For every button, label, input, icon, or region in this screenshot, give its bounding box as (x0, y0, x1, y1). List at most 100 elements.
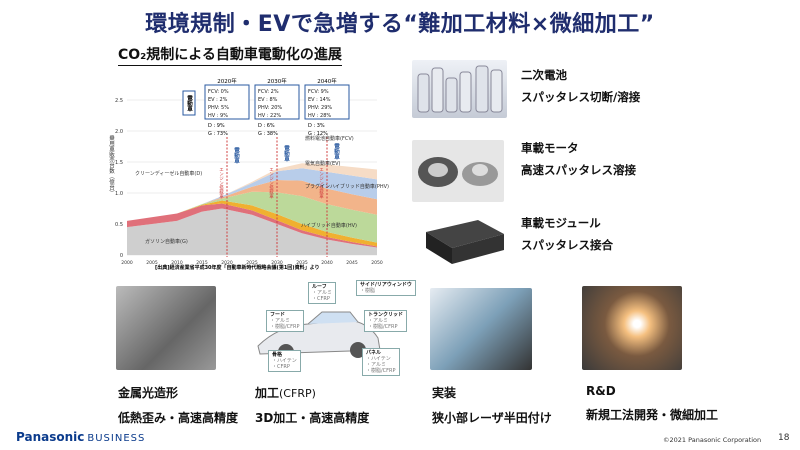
y-axis-label: 乗用車販売台数（億台） (108, 135, 115, 196)
item-desc: 狭小部レーザ半田付け (432, 411, 552, 425)
car-callout: ルーフ・アルミ ・CFRP (308, 282, 336, 304)
gasoline-share: G : 12% (308, 131, 328, 137)
motor-image (412, 140, 504, 202)
gasoline-share: G : 38% (258, 131, 278, 137)
area-fcv (127, 163, 377, 221)
share-line: EV : 8% (258, 97, 278, 103)
bottom-item-cfrp: 加工(CFRP) 3D加工・高速高精度 (255, 384, 369, 426)
area-d (127, 203, 377, 248)
right-item-battery: 二次電池 スパッタレス切断/溶接 (521, 64, 640, 108)
item-desc: 新規工法開発・微細加工 (586, 408, 719, 422)
share-line: FCV: 0% (208, 89, 229, 95)
item-desc: 3D加工・高速高精度 (255, 411, 370, 425)
callout-items: ・ハイテン ・CFRP (272, 358, 297, 370)
x-tick-label: 2000 (121, 260, 133, 266)
series-label-d: クリーンディーゼル自動車(D) (135, 170, 202, 177)
share-line: FCV: 2% (258, 89, 279, 95)
share-line: PHV: 5% (208, 105, 229, 111)
item-name: 車載モータ (521, 141, 579, 155)
motor-icon (418, 157, 498, 187)
callout-items: ・アルミ ・樹脂/CFRP (368, 318, 398, 330)
y-tick-label: 2.5 (115, 98, 123, 104)
share-line: HV : 9% (208, 113, 228, 119)
callout-title: ルーフ (312, 284, 327, 290)
metal-printing-image (116, 286, 216, 370)
share-line: EV : 14% (308, 97, 331, 103)
item-desc: スパッタレス接合 (521, 238, 613, 252)
callout-items: ・樹脂 (360, 288, 376, 294)
engine-tag: エンジン搭載車 (219, 167, 224, 200)
item-name: 実装 (432, 386, 457, 400)
bottom-item-metal-printing: 金属光造形 低熱歪み・高速高精度 (118, 384, 238, 426)
item-name: 加工 (255, 386, 280, 400)
car-callout: トランクリッド・アルミ ・樹脂/CFRP (364, 310, 408, 332)
year-label: 2040年 (317, 77, 337, 85)
item-desc: スパッタレス切断/溶接 (521, 90, 641, 104)
share-line: EV : 2% (208, 97, 228, 103)
y-tick-label: 1.0 (115, 191, 123, 197)
share-line: HV : 22% (258, 113, 281, 119)
area-hv (127, 200, 377, 247)
callout-title: トランクリッド (368, 312, 404, 318)
series-label-fcv: 燃料電池自動車(FCV) (305, 135, 354, 142)
right-item-motor: 車載モータ 高速スパッタレス溶接 (521, 137, 636, 181)
electric-tag: 電動車 (283, 144, 290, 163)
car-callout: サイド/リアウィンドウ・樹脂 (356, 280, 416, 296)
callout-items: ・アルミ ・樹脂/CFRP (270, 318, 300, 330)
car-callout: パネル・ハイテン ・アルミ ・樹脂/CFRP (362, 348, 400, 376)
share-line: PHV: 29% (308, 105, 332, 111)
electric-tag: 電動車 (333, 142, 340, 161)
item-name-suffix: (CFRP) (279, 387, 316, 400)
engine-tag: エンジン搭載車 (269, 167, 274, 200)
electric-legend-box (182, 90, 196, 116)
callout-title: サイド/リアウィンドウ (360, 282, 412, 288)
callout-title: フード (270, 312, 286, 318)
x-tick-label: 2025 (246, 260, 258, 266)
area-phv (127, 191, 377, 243)
share-line: PHV: 20% (258, 105, 282, 111)
brand: Panasonic (16, 430, 85, 444)
rnd-laser-image (582, 286, 682, 370)
item-desc: 低熱歪み・高速高精度 (118, 411, 239, 425)
item-name: 金属光造形 (118, 386, 179, 400)
area-ev (127, 168, 377, 221)
y-tick-label: 0.5 (115, 222, 123, 228)
year-label: 2030年 (267, 77, 287, 85)
chart-source: [出典]経済産業省平成30年度「自動車新時代戦略会議(第1回)資料」より (155, 264, 319, 270)
callout-title: 骨格 (272, 352, 283, 358)
x-tick-label: 2045 (346, 260, 358, 266)
module-box-icon (426, 220, 504, 264)
area-g (127, 208, 377, 255)
area-phv2 (127, 179, 377, 221)
item-name: 二次電池 (521, 68, 567, 82)
series-label-g: ガソリン自動車(G) (145, 238, 188, 245)
series-label-phv: プラグインハイブリッド自動車(PHV) (305, 183, 389, 190)
diesel-share: D : 9% (208, 123, 225, 129)
battery-image (412, 60, 507, 118)
y-tick-label: 1.5 (115, 160, 123, 166)
share-box (304, 84, 350, 120)
item-desc: 高速スパッタレス溶接 (521, 163, 636, 177)
x-tick-label: 2030 (271, 260, 283, 266)
share-box (254, 84, 300, 120)
car-callout: フード・アルミ ・樹脂/CFRP (266, 310, 304, 332)
module-image (418, 212, 508, 270)
x-tick-label: 2005 (146, 260, 158, 266)
share-line: HV : 28% (308, 113, 331, 119)
slide-title: 環境規制・EVで急増する“難加工材料×微細加工” (145, 12, 655, 37)
item-name: R&D (586, 384, 616, 398)
diesel-share: D : 6% (258, 123, 275, 129)
share-line: FCV: 9% (308, 89, 329, 95)
car-callout: 骨格・ハイテン ・CFRP (268, 350, 301, 372)
x-tick-label: 2035 (296, 260, 308, 266)
series-label-hv: ハイブリッド自動車(HV) (301, 222, 357, 229)
diesel-share: D : 3% (308, 123, 325, 129)
engine-tag: エンジン搭載車 (319, 167, 324, 200)
copyright: ©2021 Panasonic Corporation (663, 436, 762, 444)
gasoline-share: G : 73% (208, 131, 228, 137)
brand-suffix: BUSINESS (87, 433, 146, 444)
x-tick-label: 2040 (321, 260, 333, 266)
